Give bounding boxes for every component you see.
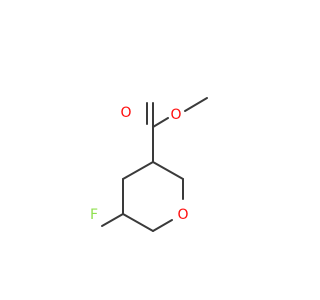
atom-labels: O O O F [90, 105, 189, 223]
bonds [101, 97, 208, 232]
ester-oxygen-label: O [170, 107, 181, 123]
bond-methyl-ester-oxygen [184, 97, 208, 112]
bond-c2-c3 [152, 161, 184, 180]
fluorine-label: F [90, 207, 98, 223]
ring-oxygen-label: O [177, 207, 188, 223]
bond-c5-c6 [122, 213, 154, 232]
canvas-background [0, 0, 300, 300]
bond-c6-ring-oxygen [152, 219, 173, 232]
bond-c5-fluorine [101, 213, 124, 227]
molecule-structure: O O O F [0, 0, 300, 300]
bond-ester-oxygen-carbonyl [152, 117, 169, 128]
carbonyl-oxygen-label: O [120, 105, 131, 121]
bond-c3-c4 [122, 161, 154, 180]
